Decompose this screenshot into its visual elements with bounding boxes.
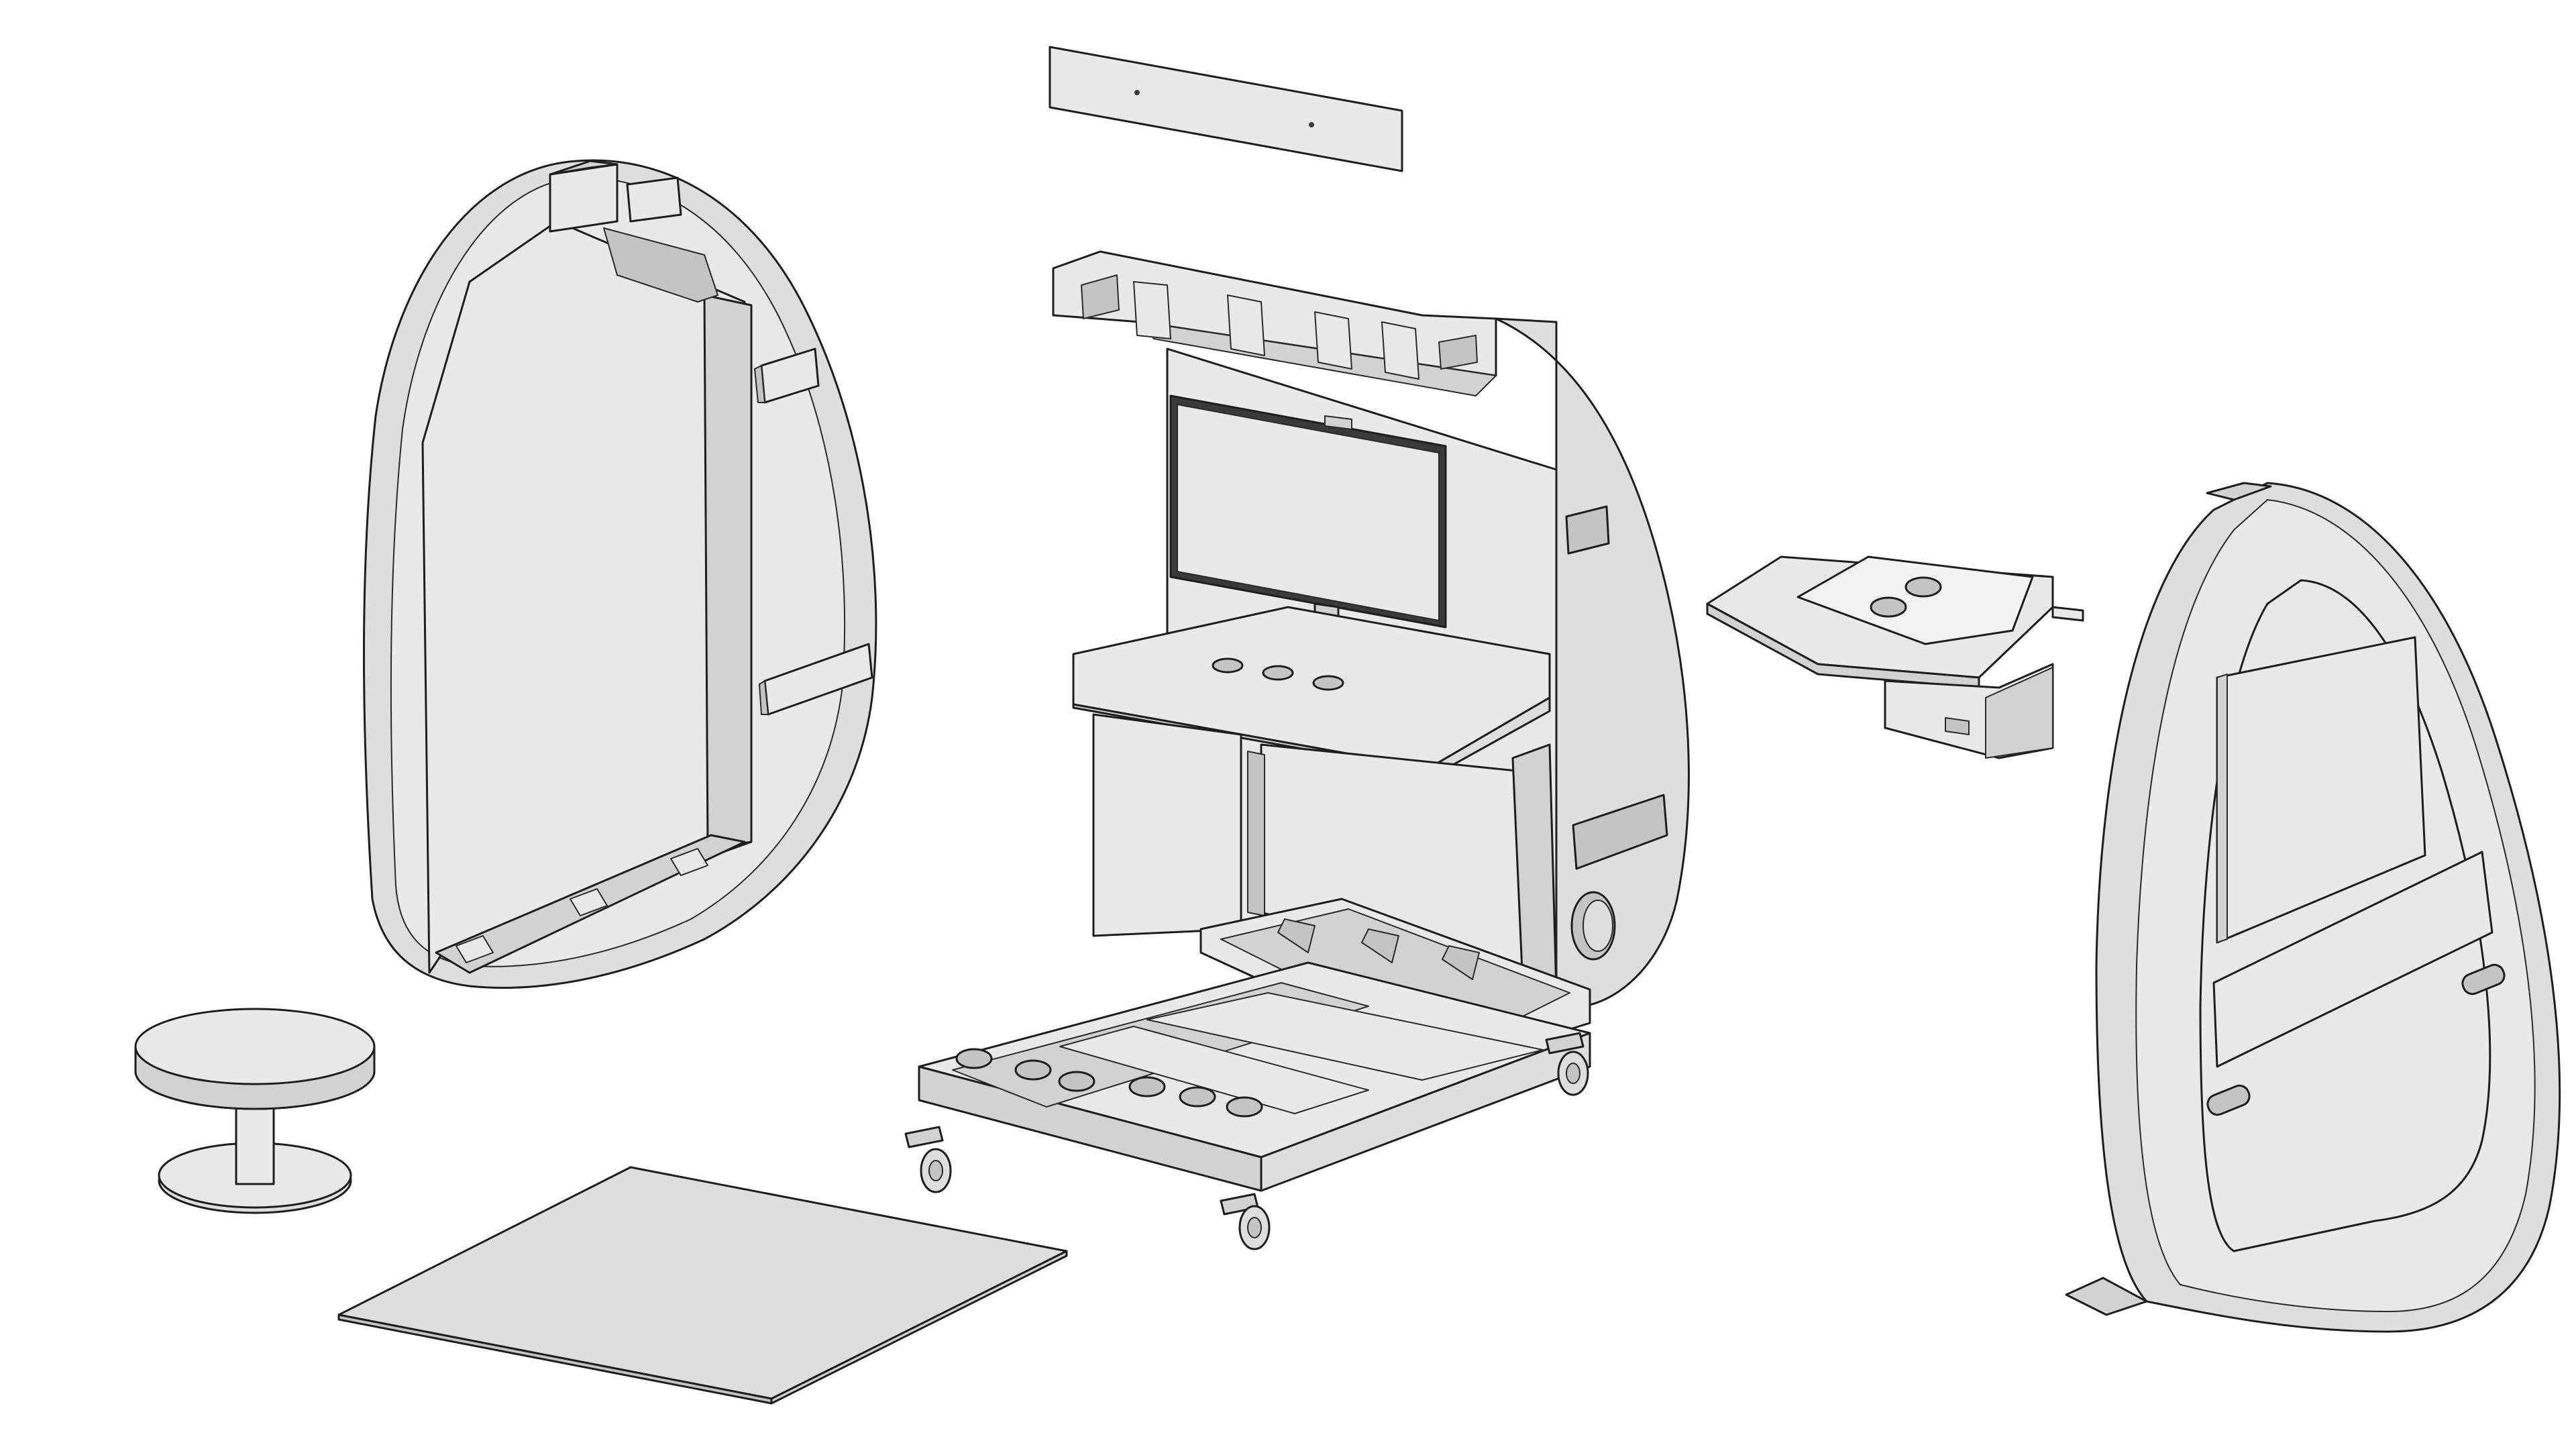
rolling-base <box>904 961 1591 1250</box>
shell-slot <box>1565 505 1610 555</box>
tray-button <box>1904 576 1942 598</box>
sign-screw-hole <box>1134 90 1140 95</box>
door-handle <box>2461 963 2506 996</box>
tray-button <box>1870 596 1907 618</box>
caster-wheel <box>904 1126 952 1193</box>
header-slot <box>1438 335 1478 370</box>
top-sign-panel <box>1049 46 1403 172</box>
monitor-screen <box>1177 404 1440 621</box>
left-shell-half <box>363 159 877 989</box>
control-knob <box>1212 657 1244 674</box>
caster-wheel <box>1545 1032 1589 1096</box>
round-stool <box>134 1008 376 1214</box>
side-tray <box>1706 555 2084 759</box>
handle-opening <box>1572 794 1668 870</box>
monitor-camera <box>1324 415 1352 430</box>
control-knob <box>1262 665 1294 681</box>
knob-row <box>955 1048 1263 1118</box>
door-lower-panel <box>2212 851 2493 1068</box>
monitor <box>1169 394 1447 692</box>
center-cabinet <box>1052 250 1690 1068</box>
control-knob <box>1312 675 1344 691</box>
sign-screw-hole <box>1309 122 1314 127</box>
right-door-shell <box>2065 482 2561 1333</box>
caster-wheel <box>1220 1193 1271 1250</box>
floor-mat <box>337 1166 1068 1405</box>
door-handle <box>2206 1084 2251 1116</box>
header-slot <box>1081 274 1120 319</box>
